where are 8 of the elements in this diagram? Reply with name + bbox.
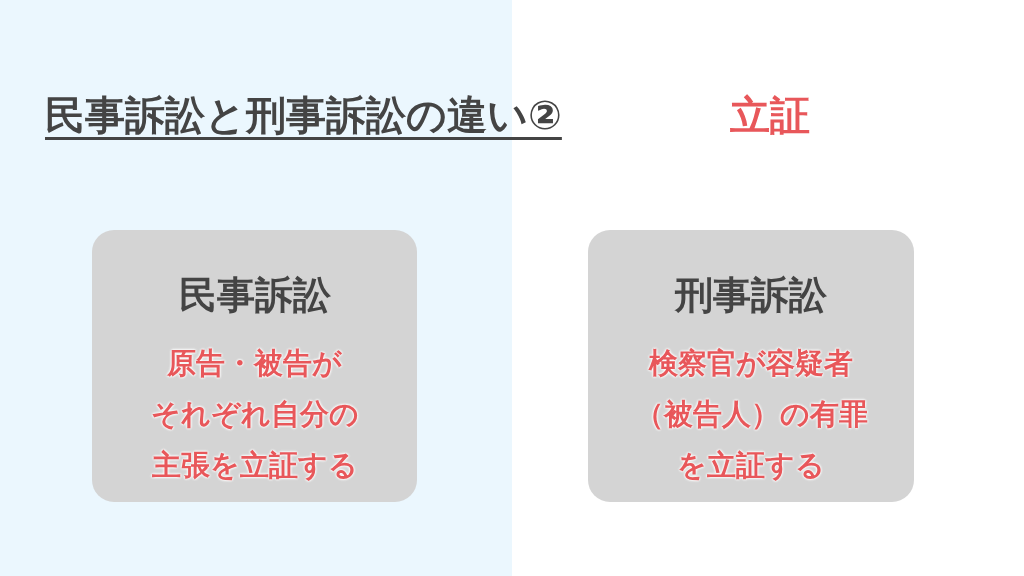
topic-label: 立証	[730, 91, 810, 140]
card-heading: 民事訴訟	[177, 272, 332, 319]
card	[92, 230, 417, 502]
card	[588, 230, 914, 502]
card-text: 原告・被告がそれぞれ自分の主張を立証する	[149, 345, 360, 484]
card-text: 検察官が容疑者（被告人）の有罪を立証する	[633, 345, 869, 484]
title: 民事訴訟と刑事訴訟の違い②	[45, 91, 562, 140]
card-heading: 刑事訴訟	[673, 272, 828, 319]
